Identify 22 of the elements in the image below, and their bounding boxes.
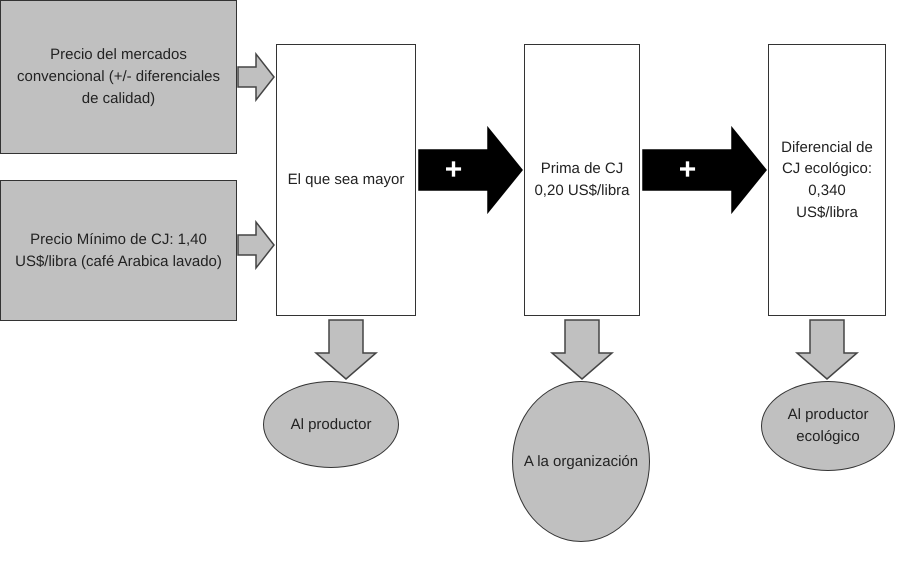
block-arrow (794, 319, 860, 380)
node-text: Precio Mínimo de CJ: 1,40 US$/libra (café Arabica lavado) (14, 230, 223, 272)
block-arrow (418, 126, 523, 214)
process-box (524, 44, 640, 316)
node-text: Diferencial de CJ ecológico: 0,340 US$/libra (780, 138, 874, 223)
node-text: Prima de CJ 0,20 US$/libra (533, 159, 631, 201)
edge-label: + (444, 155, 462, 185)
node-text: Al productor (290, 414, 372, 435)
block-arrow (237, 220, 275, 270)
node-text: El que sea mayor (288, 170, 404, 190)
node-text: Al productor ecológico (786, 405, 870, 447)
edge-label: + (678, 155, 696, 185)
input-box (0, 0, 237, 154)
block-arrow (314, 319, 378, 380)
node-text: Precio del mercados convencional (+/- diferenciales de calidad) (16, 45, 222, 109)
node-text: A la organización (524, 452, 638, 472)
block-arrow (237, 52, 275, 102)
process-box (276, 44, 416, 316)
block-arrow (550, 319, 614, 380)
process-box (768, 44, 886, 316)
block-arrow (642, 126, 767, 214)
input-box (0, 180, 237, 321)
